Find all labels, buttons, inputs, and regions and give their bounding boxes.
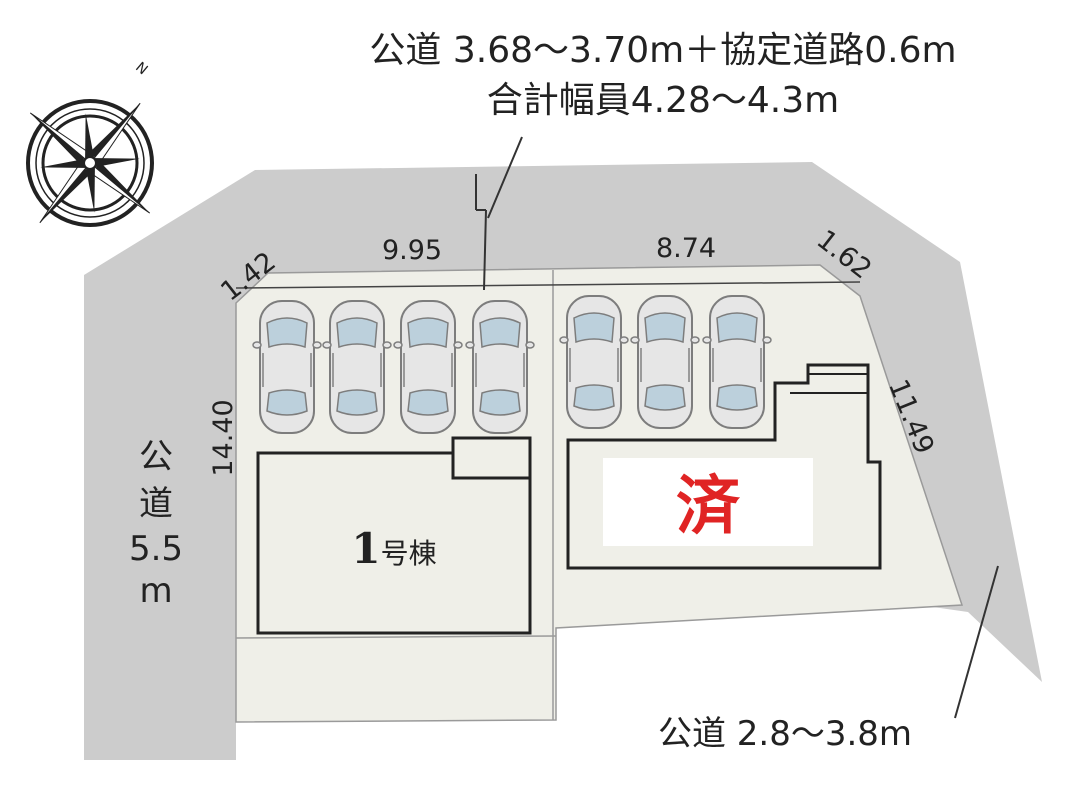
dimension-9-95: 9.95: [382, 235, 442, 266]
road-area: [84, 130, 1090, 690]
south-road-label: 公道 2.8～3.8m: [658, 714, 912, 754]
dimension-8-74: 8.74: [656, 233, 716, 264]
lot1-building: [256, 451, 532, 635]
lot1-label: 1号棟: [351, 524, 436, 573]
sold-badge: [603, 458, 813, 546]
compass-north-letter: N: [132, 59, 150, 78]
dimension-14-40: 14.40: [208, 399, 239, 476]
sold-mark: 済: [676, 470, 741, 544]
north-road-label-line1: 公道 3.68～3.70m＋協定道路0.6m: [369, 30, 956, 71]
west-road-label-2: 道: [139, 484, 173, 524]
north-road-leader: [475, 136, 523, 291]
west-road-label-4: m: [139, 571, 172, 611]
lot2-parked-car-3: [702, 295, 772, 429]
lot-setback-line: [235, 281, 861, 289]
north-road-label-line2: 合計幅員4.28～4.3m: [487, 80, 839, 121]
lot1-suffix: 号棟: [381, 537, 437, 570]
lot-front-line: [235, 635, 557, 639]
lot2-parked-car-1: [559, 295, 629, 429]
lot1-parked-car-4: [465, 300, 535, 434]
lot1-parked-car-1: [252, 300, 322, 434]
compass-icon: N: [26, 59, 154, 227]
lot1-building-annex: [451, 436, 532, 480]
lot1-parked-car-2: [322, 300, 392, 434]
lot1-number: 1: [351, 524, 380, 573]
lot2-building-steps: [790, 373, 868, 394]
lot2-parked-car-2: [630, 295, 700, 429]
lot1-parked-car-3: [393, 300, 463, 434]
south-road-leader: [954, 565, 999, 719]
west-road-label-3: 5.5: [129, 529, 183, 569]
west-road-label-1: 公: [139, 437, 173, 477]
